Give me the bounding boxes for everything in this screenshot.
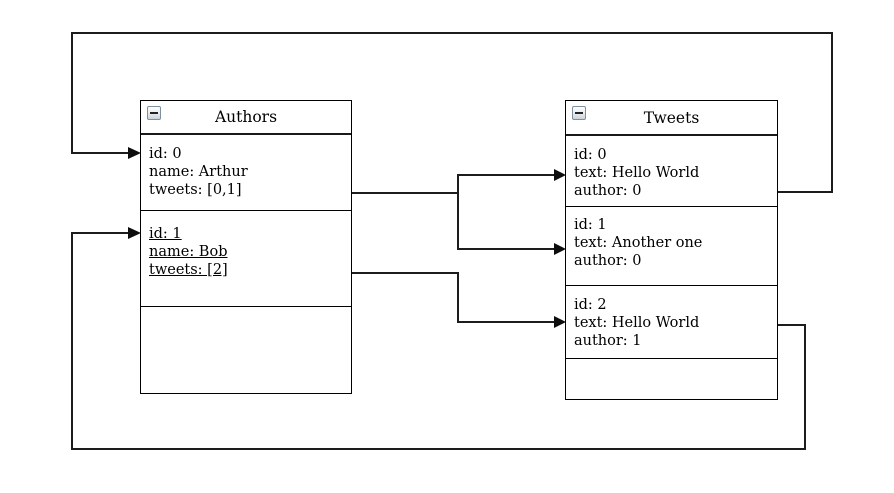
arrowhead-into-tweet-0-icon — [554, 169, 566, 181]
field-author: author: 0 — [574, 183, 642, 199]
field-id: id: 0 — [149, 146, 182, 162]
field-text: text: Hello World — [574, 165, 700, 181]
field-author: author: 0 — [574, 253, 642, 269]
arrowhead-into-author-1-icon — [128, 227, 141, 239]
field-name: name: Arthur — [149, 164, 248, 180]
minus-icon — [575, 112, 583, 114]
authors-row-0[interactable]: id: 0 name: Arthur tweets: [0,1] — [141, 135, 351, 210]
field-text: text: Hello World — [574, 315, 700, 331]
arrowhead-into-tweet-1-icon — [554, 243, 566, 255]
wire-tweet0-to-author0 — [71, 32, 833, 193]
wire-authors1-to-tweet2 — [351, 272, 555, 323]
collapse-icon[interactable] — [572, 106, 586, 120]
field-id: id: 2 — [574, 297, 607, 313]
tweets-row-0[interactable]: id: 0 text: Hello World author: 0 — [566, 136, 777, 206]
tweets-table-title: Tweets — [643, 108, 700, 127]
collapse-icon[interactable] — [147, 106, 161, 120]
field-author: author: 1 — [574, 333, 642, 349]
authors-row-empty[interactable] — [141, 306, 351, 393]
arrowhead-into-author-0-icon — [128, 147, 141, 159]
tweets-row-empty[interactable] — [566, 358, 777, 399]
arrowhead-into-tweet-2-icon — [554, 316, 566, 328]
authors-row-1[interactable]: id: 1 name: Bob tweets: [2] — [141, 210, 351, 306]
authors-table-header[interactable]: Authors — [141, 101, 351, 135]
field-id: id: 1 — [574, 217, 607, 233]
field-text: text: Another one — [574, 235, 703, 251]
tweets-row-2[interactable]: id: 2 text: Hello World author: 1 — [566, 285, 777, 358]
field-id: id: 1 — [149, 226, 182, 242]
field-tweets: tweets: [0,1] — [149, 182, 242, 198]
authors-table-title: Authors — [214, 108, 278, 126]
tweets-table: Tweets id: 0 text: Hello World author: 0… — [565, 100, 778, 400]
field-id: id: 0 — [574, 147, 607, 163]
wire-authors0-to-tweets01 — [351, 174, 555, 250]
tweets-table-header[interactable]: Tweets — [566, 101, 777, 136]
minus-icon — [150, 112, 158, 114]
field-tweets: tweets: [2] — [149, 262, 228, 278]
tweets-row-1[interactable]: id: 1 text: Another one author: 0 — [566, 206, 777, 285]
wire-tweet2-to-author1 — [71, 232, 806, 450]
field-name: name: Bob — [149, 244, 228, 260]
authors-table: Authors id: 0 name: Arthur tweets: [0,1]… — [140, 100, 352, 394]
